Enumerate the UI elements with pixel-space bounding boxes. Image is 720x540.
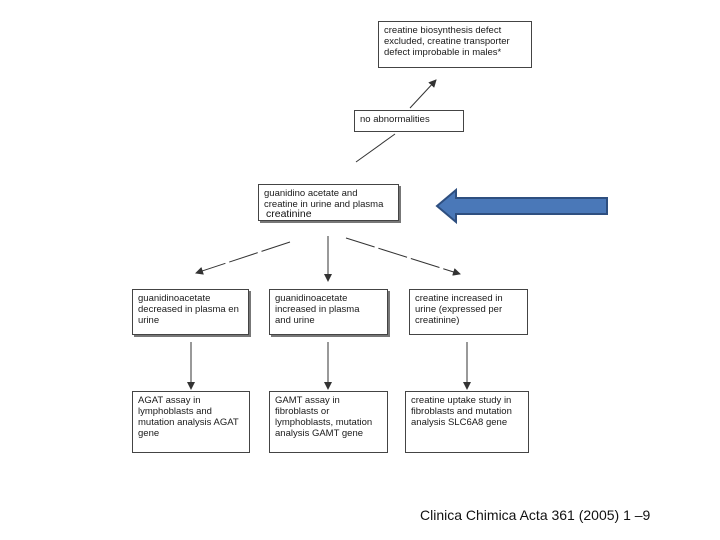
box-text-line: and urine	[275, 315, 315, 326]
box-text-line: guanidino acetate and	[264, 188, 358, 199]
box-text-line: creatine increased in	[415, 293, 503, 304]
box-text-line: creatine uptake study in	[411, 395, 512, 406]
box-text-line: fibroblasts or	[275, 406, 330, 417]
arrow-center-to-left	[195, 241, 291, 275]
box-text-line: gene	[138, 428, 160, 439]
blue-pointer-arrow	[435, 187, 608, 225]
box-text-line: lymphoblasts, mutation	[275, 417, 373, 428]
box-text-line: no abnormalities	[360, 114, 430, 125]
box-text-line: AGAT assay in	[138, 395, 201, 406]
box-text-line: creatinine)	[415, 315, 460, 326]
box-text-line: defect improbable in males*	[384, 47, 502, 58]
box-text-line: excluded, creatine transporter	[384, 36, 510, 47]
box-text-line: GAMT assay in	[275, 395, 340, 406]
arrow-center-to-right	[345, 237, 461, 276]
arrow-center-to-noabnormal	[355, 133, 396, 163]
box-text-line: analysis GAMT gene	[275, 428, 364, 439]
box-text-line: decreased in plasma en	[138, 304, 239, 315]
annotation-creatinine: creatinine	[266, 208, 312, 220]
box-no-abnormalities: no abnormalities	[354, 110, 464, 132]
box-text-line: increased in plasma	[275, 304, 360, 315]
box-text-line: guanidinoacetate	[275, 293, 348, 304]
box-text-line: urine	[138, 315, 160, 326]
citation: Clinica Chimica Acta 361 (2005) 1 –9	[420, 507, 651, 523]
box-text-line: guanidinoacetate	[138, 293, 211, 304]
arrow-noabnormal-to-top	[409, 79, 437, 109]
box-text-line: mutation analysis AGAT	[138, 417, 239, 428]
box-text-line: lymphoblasts and	[138, 406, 212, 417]
box-text-line: creatine in urine and plasma	[264, 199, 384, 210]
box-text-line: creatine biosynthesis defect	[384, 25, 502, 36]
box-text-line: fibroblasts and mutation	[411, 406, 512, 417]
box-text-line: analysis SLC6A8 gene	[411, 417, 508, 428]
box-text-line: urine (expressed per	[415, 304, 503, 315]
